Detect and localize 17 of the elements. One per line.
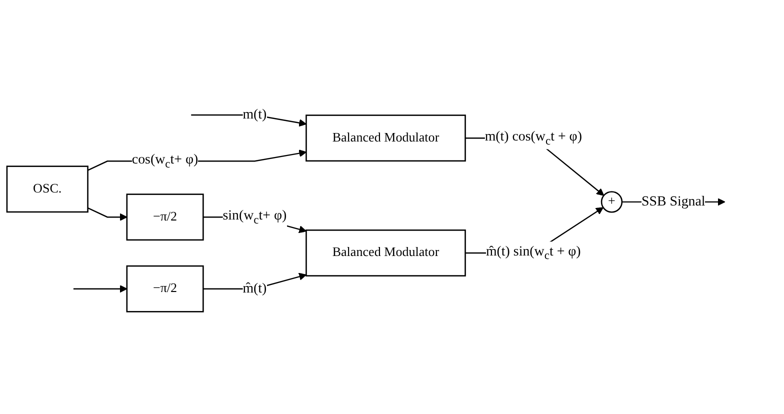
edge-label: m(t) cos(w$_{c}$t + φ) — [484, 130, 582, 148]
edge-label: m̂(t) sin(w$_{c}$t + φ) — [486, 244, 581, 262]
arrow — [203, 273, 307, 290]
edge-label: m(t) — [242, 107, 267, 122]
arrow — [191, 114, 307, 127]
edge-label: SSB Signal — [642, 194, 706, 210]
node-box: Balanced Modulator — [306, 230, 466, 277]
node-box: OSC. — [6, 166, 88, 213]
node-box: −π/2 — [126, 194, 204, 241]
node-box: −π/2 — [126, 266, 204, 312]
node-circle: + — [600, 191, 623, 213]
arrow — [88, 208, 128, 222]
edge-label: cos(w$_{c}$t+ φ) — [132, 152, 198, 170]
arrow — [73, 285, 128, 293]
edge-label: sin(w$_{c}$t+ φ) — [222, 208, 287, 226]
edge-label: m̂(t) — [242, 281, 267, 296]
node-box: Balanced Modulator — [306, 114, 466, 162]
